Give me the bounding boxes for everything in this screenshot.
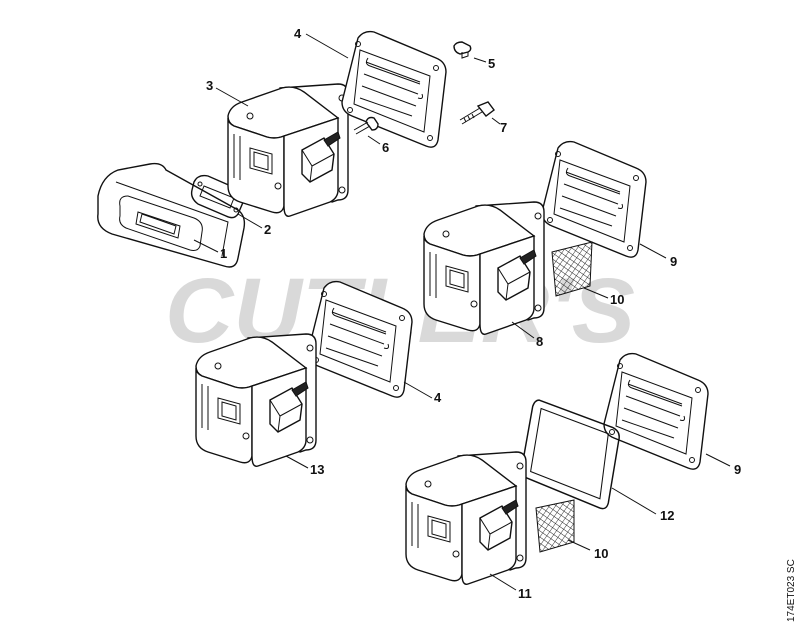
gasket-part: [520, 399, 620, 510]
callout-label: 4: [434, 390, 442, 405]
spark-screen-part: [551, 241, 593, 297]
callout-label: 6: [382, 140, 389, 155]
muffler-cover-part: [341, 30, 447, 148]
muffler-housing-part: [227, 83, 349, 217]
callout-label: 4: [294, 26, 302, 41]
callout-label: 1: [220, 246, 227, 261]
callout-label: 8: [536, 334, 543, 349]
leader-lines: [193, 33, 731, 591]
callout-label: 10: [610, 292, 624, 307]
callout-label: 10: [594, 546, 608, 561]
bolt-part: [459, 101, 495, 125]
muffler-cover-part: [541, 140, 647, 258]
callout-label: 7: [500, 120, 507, 135]
muffler-housing-part: [195, 333, 317, 467]
muffler-housing-part: [423, 201, 545, 335]
callout-label: 3: [206, 78, 213, 93]
callout-label: 2: [264, 222, 271, 237]
drawing-code: 174ET023 SC: [786, 559, 797, 622]
callout-label: 12: [660, 508, 674, 523]
callout-label: 11: [518, 586, 532, 601]
spark-screen-part: [535, 499, 575, 553]
callout-label: 13: [310, 462, 324, 477]
heat-shield-part: [97, 162, 246, 268]
muffler-housing-part: [405, 451, 527, 585]
screw-part: [353, 116, 379, 135]
callout-label: 9: [734, 462, 741, 477]
screw-part: [453, 41, 472, 59]
callout-labels: 1 2 3 4 4 5 6 7 8 9 9 10 10 11 12 13: [206, 26, 741, 601]
muffler-cover-part: [603, 352, 709, 470]
callout-label: 9: [670, 254, 677, 269]
callout-label: 5: [488, 56, 495, 71]
